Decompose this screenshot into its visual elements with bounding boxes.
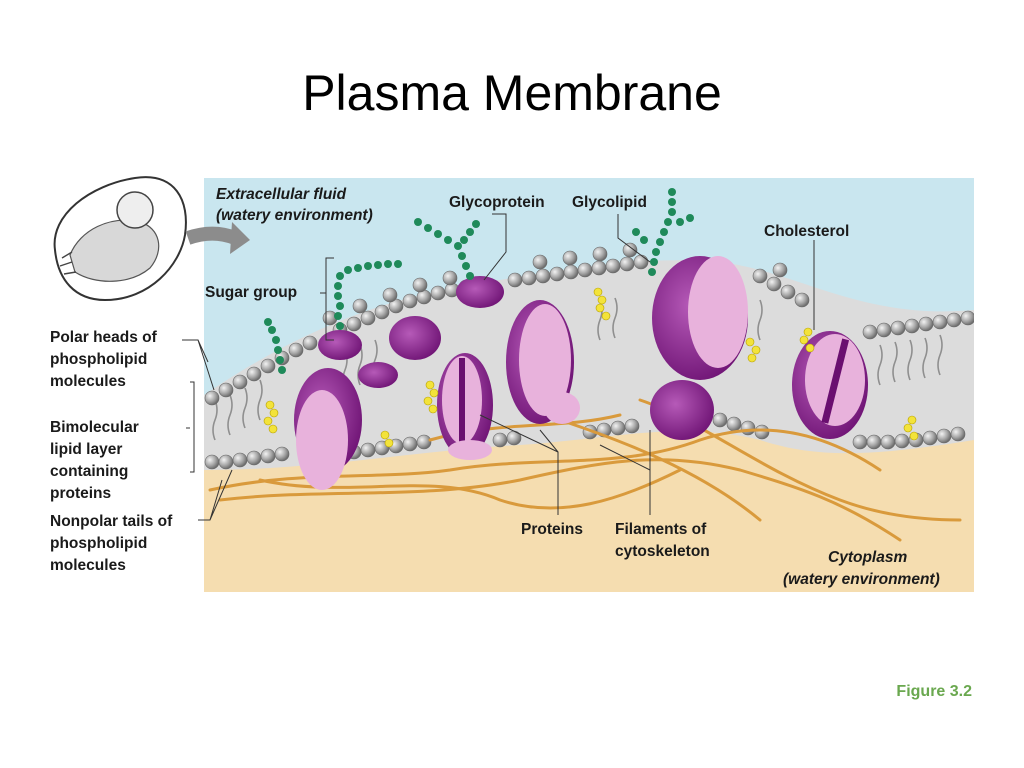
label-polar-heads-3: molecules [50, 373, 126, 390]
label-glycoprotein: Glycoprotein [449, 194, 545, 211]
sugar-chain-1 [334, 260, 402, 330]
sugar-chains [264, 188, 694, 374]
label-polar-heads-1: Polar heads of [50, 329, 158, 346]
nonpolar-tails [212, 297, 943, 441]
protein-blob-3 [389, 316, 441, 360]
sugar-chain-glycolipid [632, 188, 694, 276]
sugar-chain-glycoprotein [414, 218, 480, 280]
figure-reference: Figure 3.2 [896, 683, 972, 700]
label-bimolecular-1: Bimolecular [50, 419, 139, 436]
label-extracellular-1: Extracellular fluid [216, 186, 347, 203]
label-sugar-group: Sugar group [205, 284, 297, 301]
cholesterol-molecules [263, 287, 919, 448]
polar-heads-bottom [204, 412, 966, 470]
label-glycolipid: Glycolipid [572, 194, 647, 211]
label-filaments-2: cytoskeleton [615, 543, 710, 560]
slide-title: Plasma Membrane [302, 65, 722, 121]
protein-large-lower [650, 380, 714, 440]
label-proteins: Proteins [521, 521, 583, 538]
label-filaments-1: Filaments of [615, 521, 707, 538]
protein-blob-2 [358, 362, 398, 388]
label-nonpolar-3: molecules [50, 557, 126, 574]
cell-thumbnail [53, 176, 250, 302]
leader-lines [182, 213, 815, 521]
label-polar-heads-2: phospholipid [50, 351, 147, 368]
diagram-labels: Extracellular fluid (watery environment)… [50, 186, 940, 588]
label-extracellular-2: (watery environment) [216, 207, 373, 224]
glycoprotein-head [456, 276, 504, 308]
membrane-proteins [294, 256, 868, 490]
label-bimolecular-3: containing [50, 463, 128, 480]
protein-blob-1 [318, 330, 362, 360]
label-bimolecular-2: lipid layer [50, 441, 122, 458]
label-nonpolar-1: Nonpolar tails of [50, 513, 173, 530]
label-nonpolar-2: phospholipid [50, 535, 147, 552]
sugar-chain-2 [264, 318, 286, 374]
label-cytoplasm-2: (watery environment) [783, 571, 940, 588]
protein-left-face [296, 390, 348, 490]
label-cytoplasm-1: Cytoplasm [828, 549, 907, 566]
label-bimolecular-4: proteins [50, 485, 111, 502]
label-cholesterol: Cholesterol [764, 223, 849, 240]
